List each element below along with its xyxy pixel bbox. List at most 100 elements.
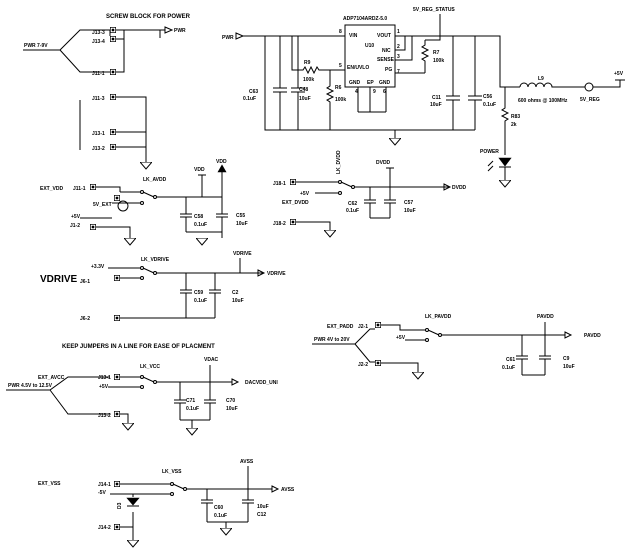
test-point-5v-ext: [117, 200, 129, 212]
u10-ref: U10: [365, 43, 374, 49]
avss-net-label: AVSS: [240, 459, 254, 465]
ground-symbol: [412, 372, 424, 380]
c12-label: C12: [257, 512, 266, 518]
pwr-4-5-12-5v-label: PWR 4.5V to 12.5V: [8, 383, 53, 389]
vcc-j13-1-label: J13-1: [98, 375, 111, 381]
pin-gnd2-label: GND: [379, 80, 391, 86]
vcc-section: KEEP JUMPERS IN A LINE FOR EASE OF PLACM…: [6, 344, 278, 436]
reg-status-label: 5V_REG_STATUS: [413, 7, 455, 13]
lk-avdd-label: LK_AVDD: [143, 177, 167, 183]
ground-symbol: [499, 180, 511, 188]
j18-1-terminal: [290, 179, 296, 185]
c57-label: C57: [404, 200, 413, 206]
j11-3-terminal: [110, 94, 116, 100]
c62-label: C62: [348, 201, 357, 207]
j13-2-label: J13-2: [92, 146, 105, 152]
pin-2-number: 2: [397, 44, 400, 50]
c48-label: C48: [299, 87, 308, 93]
j18-2-label: J18-2: [273, 221, 286, 227]
avss-out-label: AVSS: [281, 487, 295, 493]
power-led-label: POWER: [480, 149, 499, 155]
pin-5-number: 5: [339, 63, 342, 69]
ground-symbol: [127, 540, 139, 548]
ground-symbol: [140, 162, 152, 170]
j6-2-terminal: [114, 315, 120, 321]
j11-3-label: J11-3: [92, 96, 105, 102]
dacvdd-uni-label: DACVDD_UNI: [245, 380, 278, 386]
lk-vdrive-label: LK_VDRIVE: [141, 257, 170, 263]
j14-1-terminal: [114, 481, 120, 487]
vdrive-section: VDRIVE LK_VDRIVE +3.3V J6-1 J6-2 VDRIVE …: [40, 251, 286, 322]
c11-value: 10uF: [430, 102, 442, 108]
pin-sense-label: SENSE: [377, 57, 395, 63]
c59-label: C59: [194, 290, 203, 296]
pavdd-net-label: PAVDD: [537, 314, 554, 320]
ground-symbol: [324, 230, 336, 238]
j6-1-terminal: [114, 275, 120, 281]
avdd-j11-1-label: J11-1: [73, 186, 86, 192]
j2-2-terminal: [375, 360, 381, 366]
j13-4-terminal: [110, 36, 116, 42]
lk-vss-label: LK_VSS: [162, 469, 182, 475]
lk-dvdd-label: LK_DVDD: [336, 150, 342, 174]
c61-value: 0.1uF: [502, 365, 515, 371]
ext-vss-label: EXT_VSS: [38, 481, 61, 487]
c70-label: C70: [226, 398, 235, 404]
c11-label: C11: [432, 95, 441, 101]
d3-diode-icon: [126, 497, 140, 506]
j2-1-terminal: [375, 322, 381, 328]
screw-block-heading: SCREW BLOCK FOR POWER: [106, 14, 191, 20]
ground-symbol: [124, 238, 136, 246]
c2-value: 10uF: [232, 298, 244, 304]
j13-1-terminal: [110, 129, 116, 135]
lk-vcc-label: LK_VCC: [140, 364, 160, 370]
r83-value: 2k: [511, 122, 517, 128]
r83-label: R83: [511, 114, 520, 120]
power-led-icon: [498, 157, 512, 168]
ext-dvdd-label: EXT_DVDD: [282, 200, 309, 206]
plus3v3-label: +3.3V: [91, 264, 105, 270]
plus5v-output-label: +5V: [614, 71, 624, 77]
ext-avcc-label: EXT_AVCC: [38, 375, 65, 381]
pin-3-number: 3: [397, 54, 400, 60]
pavdd-out-label: PAVDD: [584, 333, 601, 339]
pin-8-number: 8: [339, 29, 342, 35]
ground-symbol: [389, 138, 401, 146]
c12-value: 10uF: [257, 504, 269, 510]
c58-label: C58: [194, 214, 203, 220]
avdd-section: EXT_VDD J11-1 5V_EXT +5V J1-2 LK_AVDD VD…: [40, 159, 248, 246]
regulator-pwr-label: PWR: [222, 35, 234, 41]
j11-1-terminal: [110, 69, 116, 75]
c57-value: 10uF: [404, 208, 416, 214]
j13-2-terminal: [110, 144, 116, 150]
j11-1-label: J11-1: [92, 71, 105, 77]
c70-value: 10uF: [226, 406, 238, 412]
pwr-4-20v-label: PWR 4V to 20V: [314, 337, 350, 343]
vdrive-out-label: VDRIVE: [267, 271, 286, 277]
ground-symbol: [196, 238, 208, 246]
dvdd-top-label: DVDD: [376, 160, 391, 166]
ground-symbol: [220, 528, 232, 536]
c2-label: C2: [232, 290, 239, 296]
j13-3-label: J13-3: [92, 30, 105, 36]
c9-value: 10uF: [563, 364, 575, 370]
c60-label: C60: [214, 505, 223, 511]
pin-gnd1-label: GND: [349, 80, 361, 86]
pwr-7-9v-label: PWR 7-9V: [24, 43, 48, 49]
j6-2-label: J6-2: [80, 316, 90, 322]
c71-value: 0.1uF: [186, 406, 199, 412]
vdd-label-1: VDD: [194, 167, 205, 173]
c71-label: C71: [186, 398, 195, 404]
avdd-plus5v-label: +5V: [71, 214, 81, 220]
c56-label: C56: [483, 94, 492, 100]
lk-pavdd-label: LK_PAVDD: [425, 314, 452, 320]
c63-value: 0.1uF: [243, 96, 256, 102]
j18-2-terminal: [290, 219, 296, 225]
j1-2-terminal: [90, 224, 96, 230]
pavdd-section: LK_PAVDD EXT_PADD J2-1 PWR 4V to 20V +5V…: [312, 314, 601, 380]
c48-value: 10uF: [299, 96, 311, 102]
l9-label: L9: [538, 76, 544, 82]
pin-pg-label: PG: [385, 67, 392, 73]
